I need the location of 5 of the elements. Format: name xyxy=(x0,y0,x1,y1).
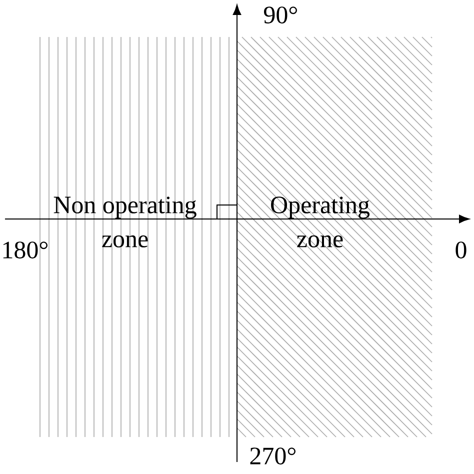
degree-label: 180° xyxy=(3,242,48,258)
hatched-zone: Operating zone xyxy=(236,36,432,438)
degree-label: 270° xyxy=(250,448,296,464)
degree-label: 90° xyxy=(264,6,297,24)
degree-label: 0 xyxy=(456,242,466,258)
